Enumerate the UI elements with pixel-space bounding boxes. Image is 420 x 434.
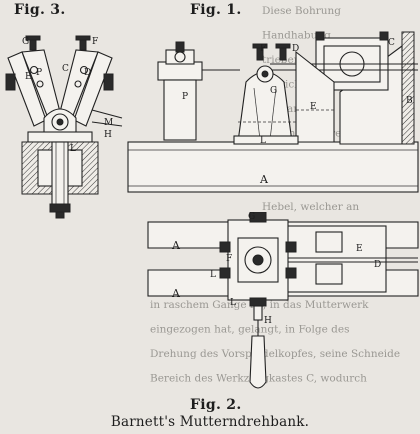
fig3-side-handle: [91, 109, 123, 127]
fig1-stand: [295, 50, 335, 143]
fig3-label-e: E: [25, 72, 32, 82]
fig3-center-nut: [27, 108, 93, 143]
fig3-label-p: P: [36, 68, 42, 78]
fig3-label-h: H: [104, 130, 112, 140]
fig1-label-a: A: [259, 173, 269, 186]
fig2-label-h: H: [264, 316, 272, 326]
fig1-label-c: C: [388, 38, 395, 48]
fig3-label-g: G: [22, 37, 29, 47]
fig2-label-f: F: [226, 254, 232, 264]
fig1-label-p: P: [182, 92, 188, 102]
fig3-label-m: M: [104, 118, 113, 128]
fig2-label-e: E: [356, 244, 363, 254]
plate-caption: Barnett's Mutterndrehbank.: [110, 414, 310, 430]
fig1-label-g: G: [270, 86, 277, 96]
fig1-label-b: B: [406, 96, 413, 106]
bleed-text-line: Handhabung: [262, 30, 331, 42]
bleed-text-line: eingezogen hat, gelangt, in Folge des: [150, 324, 349, 336]
fig1-label-l: L: [260, 136, 266, 146]
bleed-text-line: Drehung des Vorspindelkopfes, seine Schn…: [150, 348, 400, 360]
fig3-top-screws: [25, 35, 91, 51]
figure-1-title: Fig. 1.: [190, 2, 242, 18]
fig2-label-a: A: [171, 239, 181, 252]
fig1-label-f: F: [260, 44, 266, 54]
fig3-label-c: C: [62, 64, 69, 74]
fig3-bed-section: [21, 141, 99, 219]
fig2-carriage: [280, 225, 418, 293]
fig3-chuck-arms: [5, 49, 114, 127]
fig2-label-a: A: [171, 287, 181, 300]
figure-2-drawing: A A E D G L L H F: [147, 212, 419, 389]
fig1-pillar: [233, 65, 299, 145]
fig3-label-l: L: [70, 144, 76, 154]
fig2-label-l: L: [230, 298, 236, 308]
fig2-chuck: [219, 212, 297, 307]
bleed-text-line: Hebel, welcher an: [262, 201, 359, 213]
fig2-label-d: D: [374, 260, 381, 270]
figure-3-title: Fig. 3.: [14, 2, 66, 18]
fig1-tool-post: [157, 41, 240, 141]
fig1-label-d: D: [292, 44, 299, 54]
fig1-headstock: [270, 31, 418, 91]
fig2-label-g: G: [248, 212, 255, 222]
fig3-label-f: F: [92, 37, 98, 47]
bleed-text-line: Diese Bohrung: [262, 5, 341, 17]
fig1-label-e: E: [310, 102, 317, 112]
fig2-label-l: L: [210, 270, 216, 280]
fig2-handle: [249, 305, 267, 389]
fig1-lathe-bed: [127, 141, 419, 193]
figure-1-drawing: P F G D C B E A L: [127, 31, 419, 193]
figure-2-title: Fig. 2.: [190, 397, 242, 413]
fig3-label-d: D: [84, 68, 91, 78]
fig1-screws: [252, 43, 291, 61]
